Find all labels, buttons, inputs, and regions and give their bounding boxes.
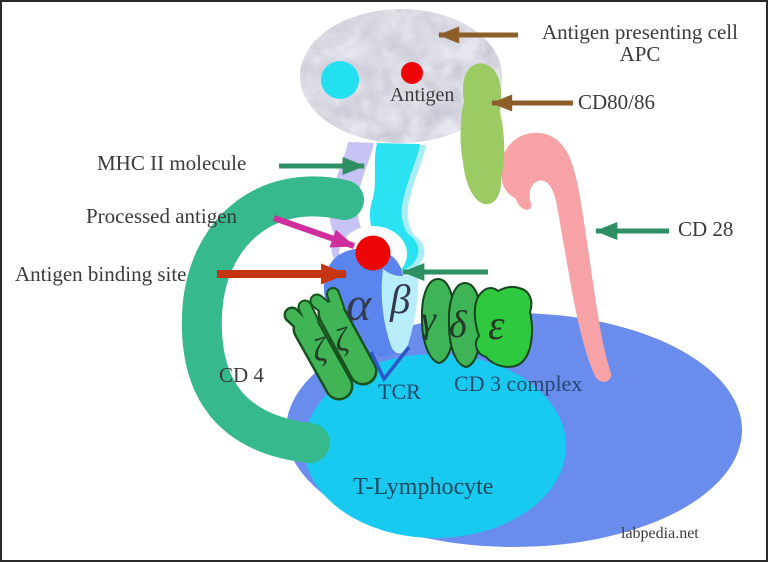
watermark: labpedia.net <box>621 525 699 542</box>
alpha-chain-letter: α <box>346 278 372 331</box>
cd28-molecule <box>500 132 612 382</box>
antigen-binding-site-label: Antigen binding site <box>15 262 187 286</box>
antigen-label: Antigen <box>390 84 455 106</box>
beta-chain-letter: β <box>390 276 411 322</box>
zeta-chains <box>283 287 378 401</box>
apc-label-line2: APC <box>619 42 661 67</box>
cd28-label: CD 28 <box>678 217 734 241</box>
cd4-molecule <box>181 176 364 463</box>
tcr-bracket <box>369 345 411 383</box>
arrow-to-processed-antigen <box>273 215 356 249</box>
cd3-epsilon-chain <box>473 285 533 368</box>
cd80-86-molecule <box>460 63 505 205</box>
antigen-dot <box>401 62 423 84</box>
apc-label: Antigen presenting cell APC <box>517 21 763 65</box>
epsilon-chain-letter: ε <box>488 303 505 349</box>
delta-chain-letter: δ <box>449 304 467 346</box>
apc-vesicle <box>321 61 359 99</box>
cd3-complex-label: CD 3 complex <box>454 371 583 396</box>
processed-antigen-label: Processed antigen <box>86 204 238 228</box>
cd4-label: CD 4 <box>219 363 264 387</box>
gamma-chain-letter: γ <box>421 299 436 341</box>
apc-label-line1: Antigen presenting cell <box>542 20 738 44</box>
cd80-86-label: CD80/86 <box>578 90 656 114</box>
tcr-beta-chain <box>381 269 419 354</box>
annotation-arrows <box>217 26 669 285</box>
mhc2-label: MHC II molecule <box>97 151 247 175</box>
t-lymphocyte-cytoplasm <box>304 354 566 538</box>
t-lymphocyte-label: T-Lymphocyte <box>353 474 494 500</box>
tcr-label: TCR <box>378 379 421 404</box>
processed-antigen-dot <box>355 235 391 271</box>
